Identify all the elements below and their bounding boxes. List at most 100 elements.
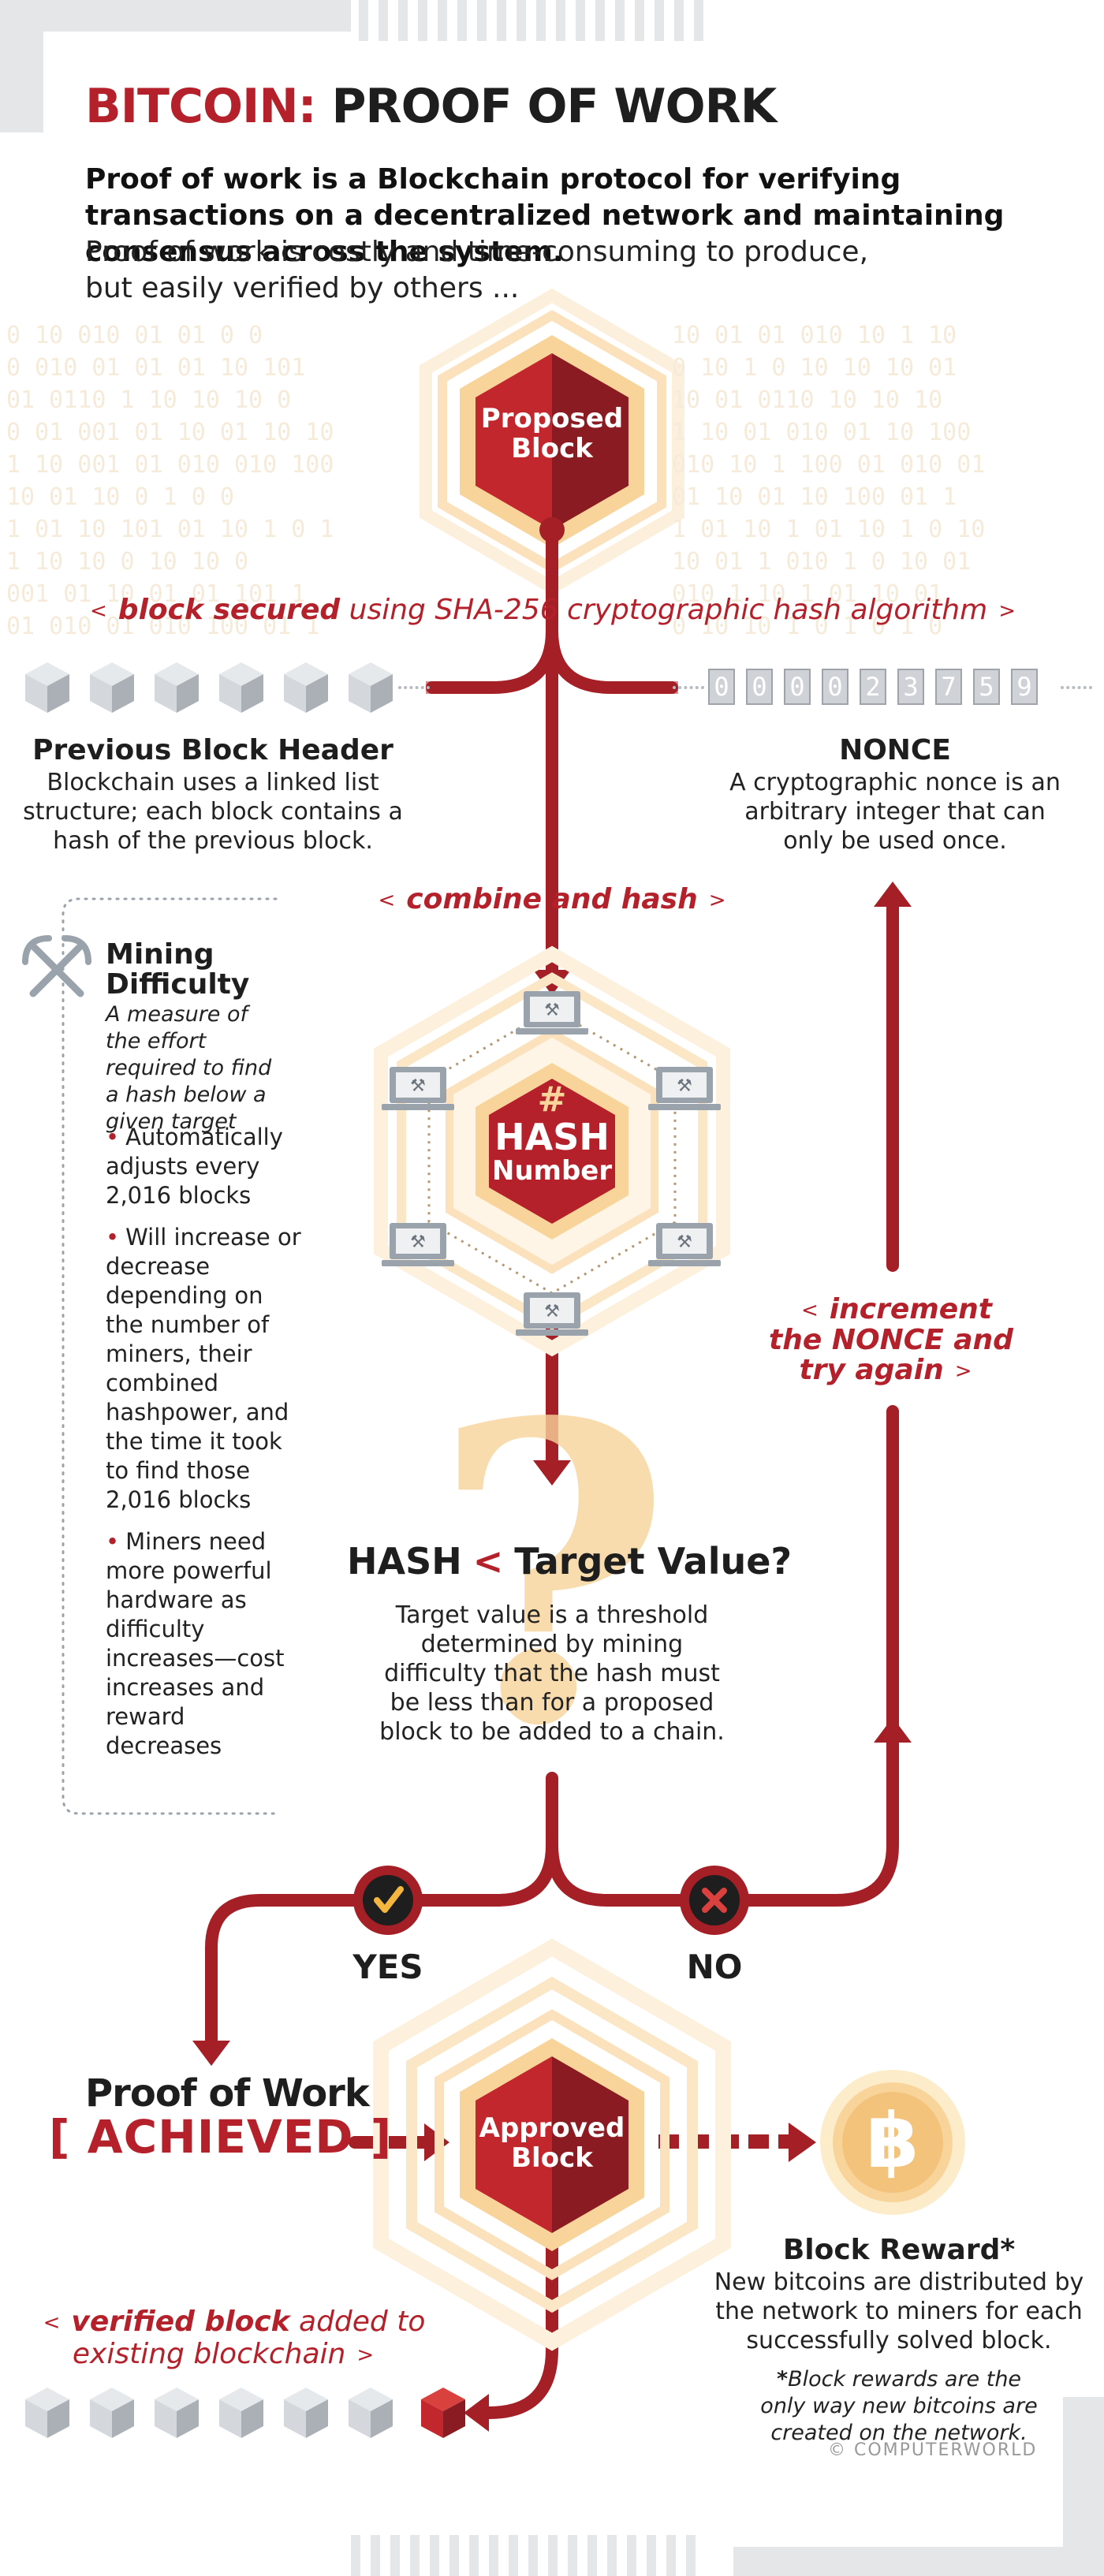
sha256-label: <block secured using SHA-256 cryptograph… <box>79 594 1025 626</box>
corner-decoration <box>0 0 43 132</box>
question-part2: Target Value? <box>514 1540 793 1583</box>
target-value-text: Target value is a threshold determined b… <box>379 1601 725 1746</box>
approved-block-cube <box>476 2056 628 2233</box>
increment-open: < <box>800 1299 819 1322</box>
achieved-label: [ ACHIEVED ] <box>49 2110 393 2164</box>
increment-line3: try again <box>799 1354 944 1386</box>
block-cube-icon <box>349 662 393 713</box>
no-x-icon <box>680 1866 749 1935</box>
arrow-left-icon <box>464 2394 489 2432</box>
proof-of-work-title: Proof of Work <box>85 2071 370 2116</box>
proposed-block-line2: Block <box>511 433 593 464</box>
new-block-cube-icon <box>421 2388 465 2438</box>
block-reward-text: New bitcoins are distributed by the netw… <box>714 2268 1084 2354</box>
credit-text: © COMPUTERWORLD <box>828 2440 1038 2460</box>
list-item: Automatically adjusts every 2,016 blocks <box>106 1123 303 1210</box>
sha-label-close: > <box>998 599 1016 623</box>
top-stripes <box>359 0 703 41</box>
no-label: NO <box>686 1948 743 1986</box>
previous-block-text: Blockchain uses a linked list structure;… <box>23 769 403 855</box>
question-part1: HASH <box>347 1540 462 1583</box>
verified-open: < <box>43 2311 61 2335</box>
block-cube-icon <box>155 662 199 713</box>
previous-block-title: Previous Block Header <box>32 734 393 766</box>
hash-network-glow <box>374 945 730 1357</box>
miner-laptop-icon: ⚒ <box>516 991 588 1035</box>
reward-dashed-arrow <box>658 2123 816 2162</box>
footnote-mark: * <box>776 2367 789 2391</box>
proposed-block-label: Proposed Block <box>457 404 647 464</box>
proposed-block-cube <box>476 353 628 530</box>
block-cube-icon <box>284 2388 328 2438</box>
hash-symbol-icon: # <box>537 1079 567 1120</box>
increment-close: > <box>954 1359 972 1383</box>
block-reward-title: Block Reward* <box>782 2234 1016 2266</box>
nonce-title: NONCE <box>839 734 951 766</box>
miner-laptop-icon: ⚒ <box>648 1067 721 1110</box>
combine-open: < <box>378 889 396 912</box>
mining-difficulty-description: A measure of the effort required to find… <box>106 1002 272 1134</box>
arrow-down-icon <box>192 2041 230 2066</box>
combine-hash-label: < combine and hash > <box>315 883 789 915</box>
proposed-block-line1: Proposed <box>480 403 624 434</box>
previous-block-section: Previous Block Header Blockchain uses a … <box>16 733 410 856</box>
bottom-stripes <box>351 2535 696 2576</box>
arrow-up-icon <box>874 1717 912 1743</box>
intro-bold-text: Proof of work is a Blockchain protocol f… <box>85 163 1005 268</box>
block-reward-section: Block Reward* New bitcoins are distribut… <box>710 2233 1088 2447</box>
approved-block-line2: Block <box>511 2142 593 2174</box>
miner-laptop-icon: ⚒ <box>382 1067 454 1110</box>
arrow-up-icon <box>874 882 912 907</box>
list-item: Miners need more powerful hardware as di… <box>106 1527 303 1761</box>
mining-title-line1: Mining <box>106 938 214 971</box>
increment-line2: the NONCE and <box>769 1324 1013 1356</box>
verified-close: > <box>356 2343 375 2367</box>
mining-difficulty-bullets: Automatically adjusts every 2,016 blocks… <box>106 1123 303 1773</box>
block-cube-icon <box>219 2388 263 2438</box>
question-less-than: < <box>472 1540 504 1583</box>
approved-block-line1: Approved <box>479 2112 625 2144</box>
block-cube-icon <box>284 662 328 713</box>
yes-check-icon <box>353 1866 423 1935</box>
pickaxe-icon <box>22 935 91 997</box>
svg-text:⚒: ⚒ <box>410 1076 426 1096</box>
block-cube-icon <box>90 2388 134 2438</box>
cube-dots <box>398 686 430 689</box>
hash-line2: Number <box>491 1155 613 1187</box>
bitcoin-coin-icon <box>820 2070 965 2215</box>
footnote-text: Block rewards are the only way new bitco… <box>760 2367 1038 2445</box>
nonce-digit: 0 <box>708 669 735 705</box>
miner-laptop-icon: ⚒ <box>382 1223 454 1266</box>
svg-text:⚒: ⚒ <box>677 1232 692 1252</box>
svg-text:⚒: ⚒ <box>544 1302 560 1322</box>
sha-label-bold: block secured <box>117 594 341 626</box>
nonce-section: NONCE A cryptographic nonce is an arbitr… <box>718 733 1072 856</box>
title-brand: BITCOIN: <box>85 79 317 134</box>
arrow-down-icon <box>533 1460 571 1486</box>
intro-regular-text: Proof of work is costly and time-consumi… <box>85 236 869 304</box>
nonce-text: A cryptographic nonce is an arbitrary in… <box>729 769 1061 855</box>
nonce-digit: 0 <box>822 669 849 705</box>
nonce-dots <box>1061 686 1092 689</box>
hash-target-question: HASH<Target Value? <box>347 1540 793 1583</box>
mining-title-line2: Difficulty <box>106 968 250 1001</box>
page-title: BITCOIN: PROOF OF WORK <box>85 79 777 134</box>
svg-text:⚒: ⚒ <box>677 1076 692 1096</box>
block-cube-icon <box>219 662 263 713</box>
list-item: Will increase or decrease depending on t… <box>106 1223 303 1515</box>
miner-laptop-icon: ⚒ <box>516 1292 588 1336</box>
verified-bold: verified block <box>71 2306 290 2338</box>
combine-text: combine and hash <box>406 883 698 915</box>
block-cube-icon <box>25 2388 69 2438</box>
miner-laptop-icon: ⚒ <box>648 1223 721 1266</box>
connector-dot <box>539 517 565 542</box>
yes-label: YES <box>352 1948 423 1986</box>
verified-rest: added to <box>289 2306 426 2338</box>
line-fade <box>615 681 678 694</box>
combine-close: > <box>708 889 726 912</box>
binary-background-right: 10 01 01 010 10 1 10 0 10 1 0 10 10 10 0… <box>672 322 986 640</box>
block-cube-icon <box>25 662 69 713</box>
question-mark-icon: ? <box>432 1334 673 1816</box>
flow-lines <box>205 524 899 2419</box>
